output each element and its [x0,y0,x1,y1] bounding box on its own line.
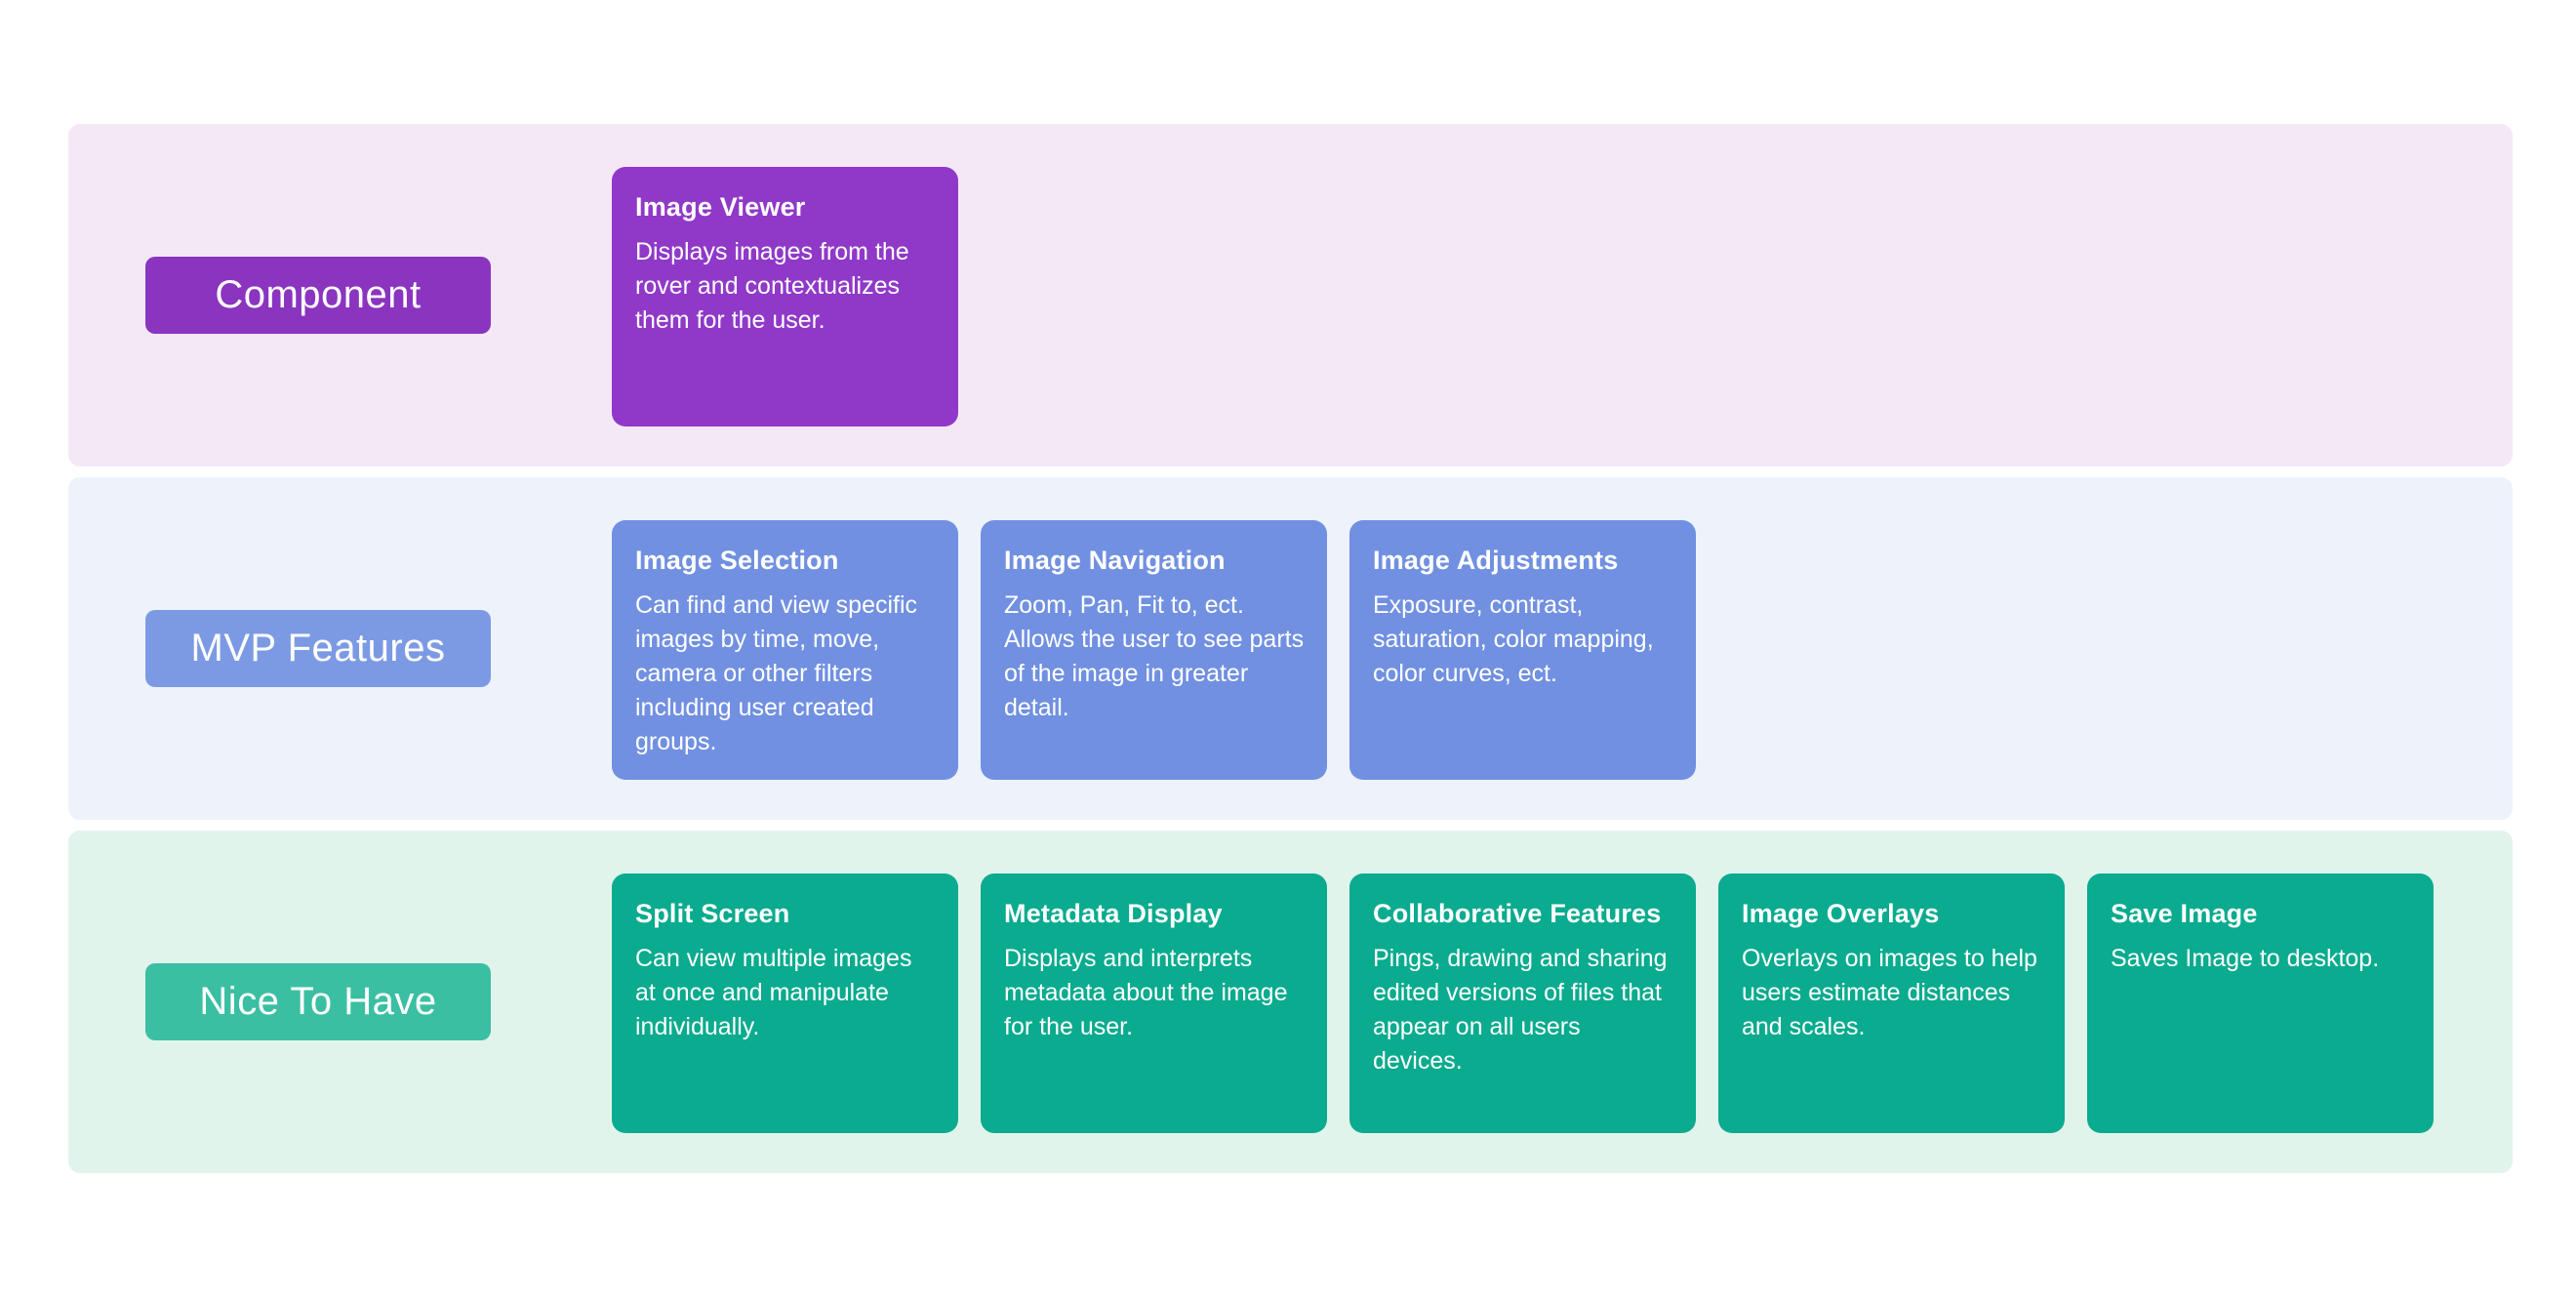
swimlane-nice-to-have: Nice To Have Split Screen Can view multi… [68,831,2513,1173]
card-title: Image Adjustments [1373,546,1619,575]
feature-card[interactable]: Image Adjustments Exposure, contrast, sa… [1349,520,1696,780]
card-description: Displays and interprets metadata about t… [1004,945,1288,1040]
swimlane-component: Component Image Viewer Displays images f… [68,124,2513,467]
card-list: Image Selection Can find and view specif… [612,520,1696,780]
feature-card[interactable]: Image Overlays Overlays on images to hel… [1718,873,2065,1133]
feature-card[interactable]: Split Screen Can view multiple images at… [612,873,958,1133]
feature-card[interactable]: Image Viewer Displays images from the ro… [612,167,958,427]
feature-card[interactable]: Collaborative Features Pings, drawing an… [1349,873,1696,1133]
card-title: Save Image [2111,899,2258,928]
lane-label-nice-to-have[interactable]: Nice To Have [145,963,491,1040]
card-description: Saves Image to desktop. [2111,945,2380,972]
card-description: Overlays on images to help users estimat… [1742,945,2037,1040]
card-title: Image Navigation [1004,546,1226,575]
feature-card[interactable]: Save Image Saves Image to desktop. [2087,873,2434,1133]
card-description: Pings, drawing and sharing edited versio… [1373,945,1668,1075]
card-description: Exposure, contrast, saturation, color ma… [1373,591,1654,687]
card-description: Can view multiple images at once and man… [635,945,912,1040]
lane-label-component[interactable]: Component [145,257,491,334]
card-title: Split Screen [635,899,790,928]
lane-label-text: Nice To Have [199,980,437,1023]
card-title: Image Overlays [1742,899,1940,928]
card-title: Collaborative Features [1373,899,1662,928]
feature-card[interactable]: Image Navigation Zoom, Pan, Fit to, ect.… [981,520,1327,780]
card-description: Can find and view specific images by tim… [635,591,918,755]
feature-board: Component Image Viewer Displays images f… [68,124,2513,1184]
lane-label-text: Component [215,273,422,316]
card-title: Metadata Display [1004,899,1223,928]
card-description: Zoom, Pan, Fit to, ect. Allows the user … [1004,591,1305,721]
feature-card[interactable]: Image Selection Can find and view specif… [612,520,958,780]
card-title: Image Selection [635,546,839,575]
card-list: Split Screen Can view multiple images at… [612,873,2434,1133]
card-title: Image Viewer [635,192,806,222]
swimlane-mvp-features: MVP Features Image Selection Can find an… [68,477,2513,820]
card-list: Image Viewer Displays images from the ro… [612,167,958,427]
card-description: Displays images from the rover and conte… [635,238,909,334]
lane-label-mvp-features[interactable]: MVP Features [145,610,491,687]
lane-label-text: MVP Features [190,627,446,670]
feature-card[interactable]: Metadata Display Displays and interprets… [981,873,1327,1133]
